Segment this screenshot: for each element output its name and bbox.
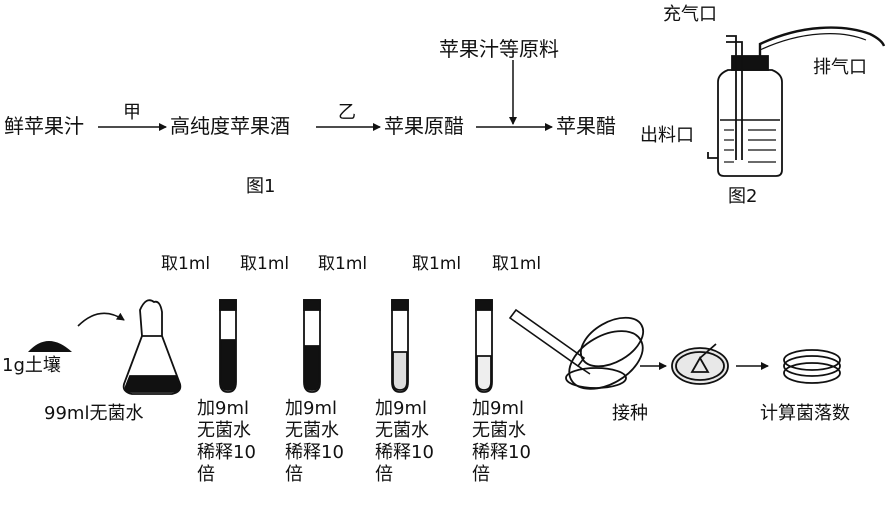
take-label-1: 取1ml	[161, 254, 211, 274]
tube-label-line: 加9ml	[197, 398, 249, 419]
soil-icon	[28, 341, 72, 352]
flask-label: 99ml无菌水	[44, 403, 144, 424]
outlet-port-label: 出料口	[640, 125, 694, 146]
count-colonies-label: 计算菌落数	[760, 403, 850, 424]
node-apple-vinegar: 苹果醋	[556, 114, 616, 138]
tube-label-line: 加9ml	[472, 398, 524, 419]
exhaust-port-label: 排气口	[813, 57, 867, 78]
node-apple-wine: 高纯度苹果酒	[170, 114, 290, 138]
test-tube-icon	[475, 299, 493, 393]
arrow-icon	[77, 312, 125, 327]
tube-label-line: 无菌水	[285, 420, 339, 441]
edge-label-yi: 乙	[338, 102, 356, 123]
take-label-4: 取1ml	[412, 254, 462, 274]
tube-label-line: 加9ml	[375, 398, 427, 419]
figure1-caption: 图1	[246, 176, 276, 197]
figure2-caption: 图2	[728, 186, 758, 207]
tube-label-line: 倍	[285, 464, 303, 485]
take-label-5: 取1ml	[492, 254, 542, 274]
spread-plate-icon	[671, 343, 729, 385]
tube-label-line: 加9ml	[285, 398, 337, 419]
tube-label-line: 稀释10	[472, 442, 531, 463]
tube-label-3: 加9ml 无菌水 稀释10 倍	[375, 398, 434, 486]
take-label-3: 取1ml	[318, 254, 368, 274]
tube-label-line: 稀释10	[375, 442, 434, 463]
tube-label-line: 稀释10	[285, 442, 344, 463]
tube-label-line: 无菌水	[472, 420, 526, 441]
pipette-icon	[508, 308, 591, 375]
inoculate-label: 接种	[612, 403, 648, 424]
edge-label-jia: 甲	[123, 102, 141, 123]
tube-label-line: 无菌水	[375, 420, 429, 441]
fermenter-bottle-icon	[707, 26, 886, 177]
inflate-port-label: 充气口	[663, 4, 717, 25]
tube-label-line: 倍	[375, 464, 393, 485]
tube-label-4: 加9ml 无菌水 稀释10 倍	[472, 398, 531, 486]
input-label: 苹果汁等原料	[439, 37, 559, 61]
test-tube-icon	[303, 299, 321, 393]
node-raw-vinegar: 苹果原醋	[384, 114, 464, 138]
test-tube-icon	[219, 299, 237, 393]
soil-label: 1g土壤	[2, 355, 61, 376]
take-label-2: 取1ml	[240, 254, 290, 274]
tube-label-line: 稀释10	[197, 442, 256, 463]
tube-label-line: 无菌水	[197, 420, 251, 441]
colony-plate-icon	[783, 349, 841, 384]
tube-label-1: 加9ml 无菌水 稀释10 倍	[197, 398, 256, 486]
tube-label-line: 倍	[472, 464, 490, 485]
flask-icon	[122, 299, 182, 395]
test-tube-icon	[391, 299, 409, 393]
node-fresh-apple-juice: 鲜苹果汁	[4, 114, 84, 138]
tube-label-2: 加9ml 无菌水 稀释10 倍	[285, 398, 344, 486]
tube-label-line: 倍	[197, 464, 215, 485]
petri-dish-icon	[565, 316, 644, 390]
